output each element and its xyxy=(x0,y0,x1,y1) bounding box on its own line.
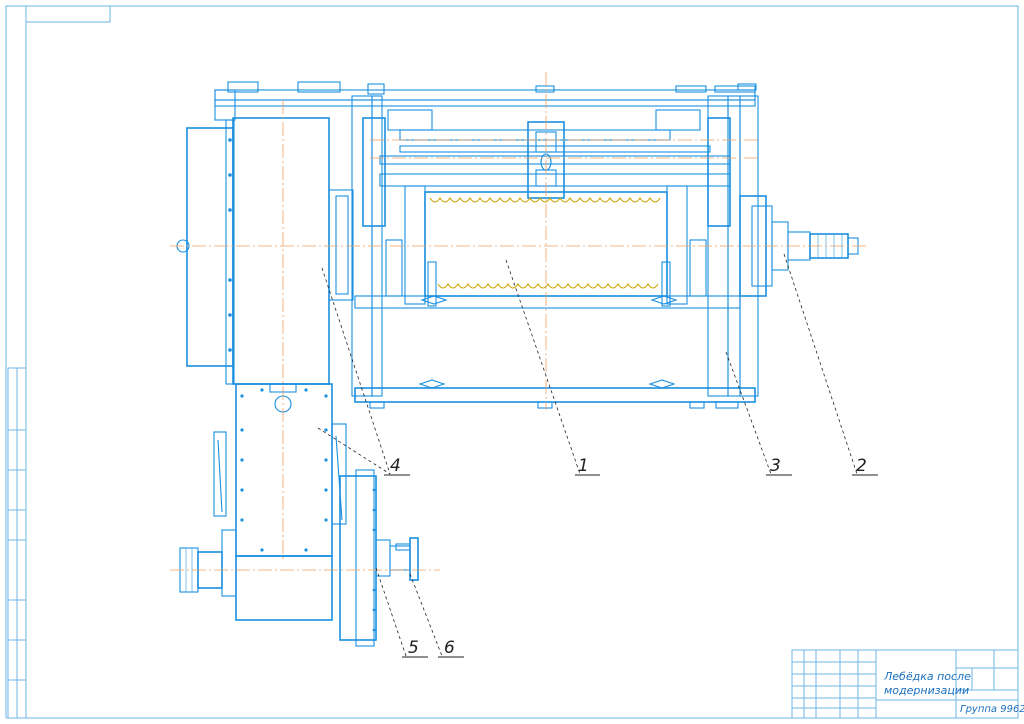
title-block: Лебёдка после модернизации Группа 9962 xyxy=(791,649,1024,719)
drawing-title-line2: модернизации xyxy=(884,684,969,697)
center-lines xyxy=(170,72,868,571)
callout-labels: 1 2 3 4 5 6 xyxy=(384,456,878,658)
brake-drum-teeth xyxy=(372,488,376,632)
housing-bolts xyxy=(228,138,232,352)
brake-drum xyxy=(339,469,391,647)
lower-gearbox-bolts xyxy=(240,388,328,552)
drawing-title-line1: Лебёдка после xyxy=(883,670,971,683)
callout-5: 5 xyxy=(408,638,419,658)
leader-lines xyxy=(317,253,858,657)
callout-6: 6 xyxy=(444,638,455,658)
callout-1: 1 xyxy=(578,456,589,476)
callout-3: 3 xyxy=(770,456,781,476)
gearbox-housing xyxy=(176,117,354,385)
callout-2: 2 xyxy=(856,456,867,476)
callout-4: 4 xyxy=(390,456,401,476)
lower-gearbox xyxy=(179,383,347,621)
group-label: Группа 9962 xyxy=(960,704,1024,715)
handwheel xyxy=(389,537,419,581)
sheet-frame xyxy=(5,5,1019,719)
drum-assembly xyxy=(214,81,759,409)
